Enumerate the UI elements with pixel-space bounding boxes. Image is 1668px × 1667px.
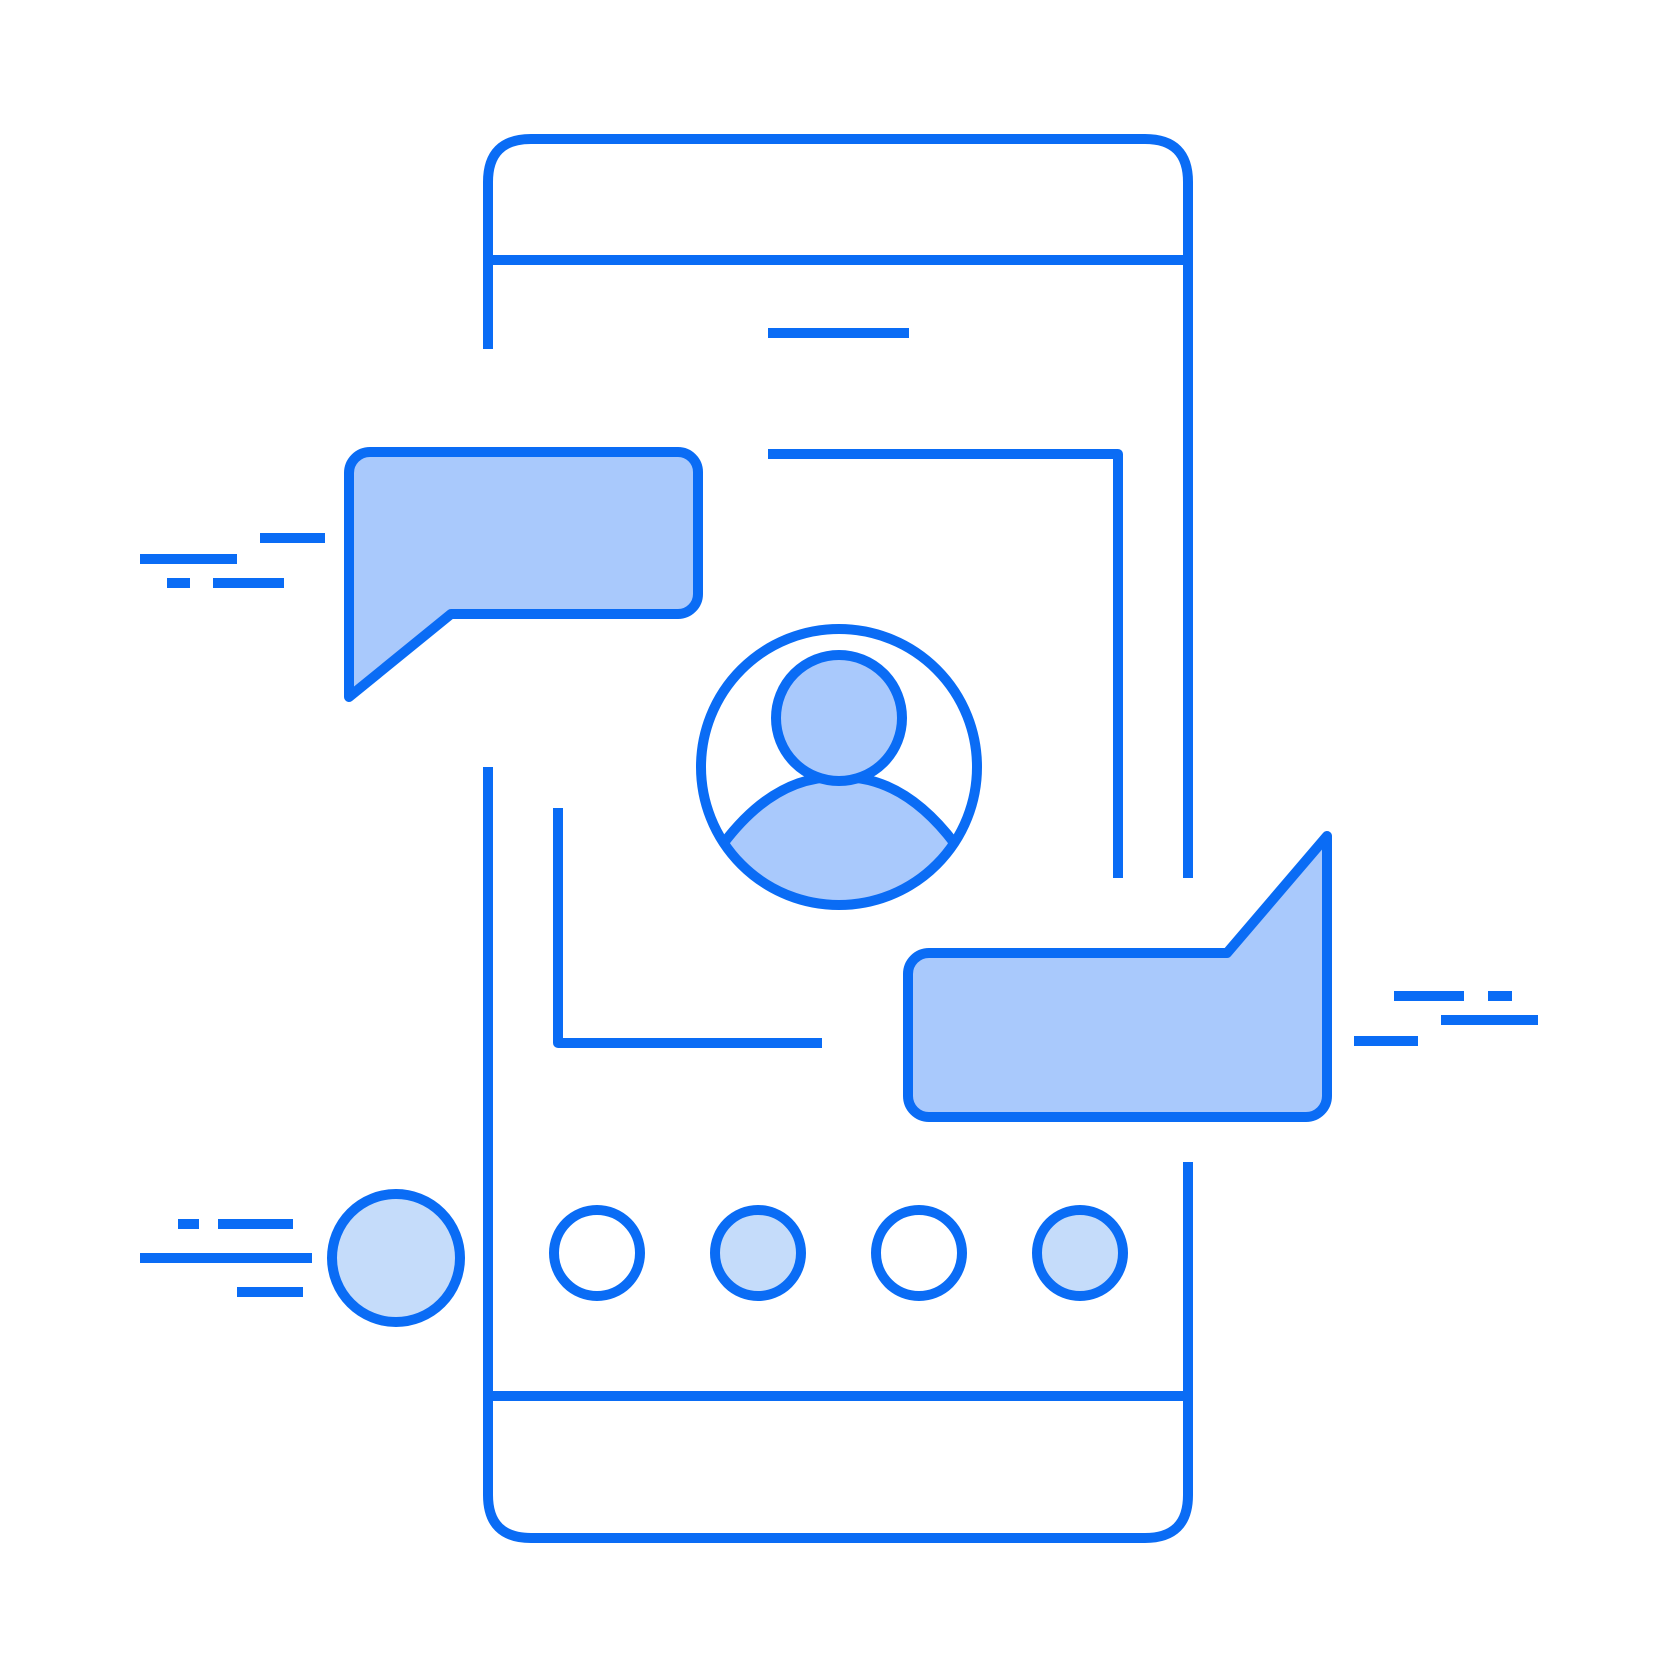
speech-bubble-left-icon [344,447,703,702]
page-dot [1032,1205,1128,1301]
motion-lines-top-left [140,533,325,588]
avatar-body [723,776,955,908]
phone-icon [483,134,1193,1543]
content-frame-bottom-left [553,808,822,1048]
avatar-ring [696,624,982,910]
avatar-head [771,650,907,786]
user-avatar-icon [696,624,982,910]
page-dot [710,1205,806,1301]
phone-frame-top [483,134,1193,878]
floating-dot-icon [327,1189,465,1327]
phone-frame-bottom [483,767,1193,1543]
dot-indicator-icon [549,1205,1128,1301]
page-dot [549,1205,645,1301]
speech-bubble-right-icon [903,831,1332,1122]
motion-lines-right [1354,991,1538,1046]
content-frame-top-right [768,449,1123,878]
motion-lines-bottom-left [140,1219,312,1297]
page-dot [871,1205,967,1301]
